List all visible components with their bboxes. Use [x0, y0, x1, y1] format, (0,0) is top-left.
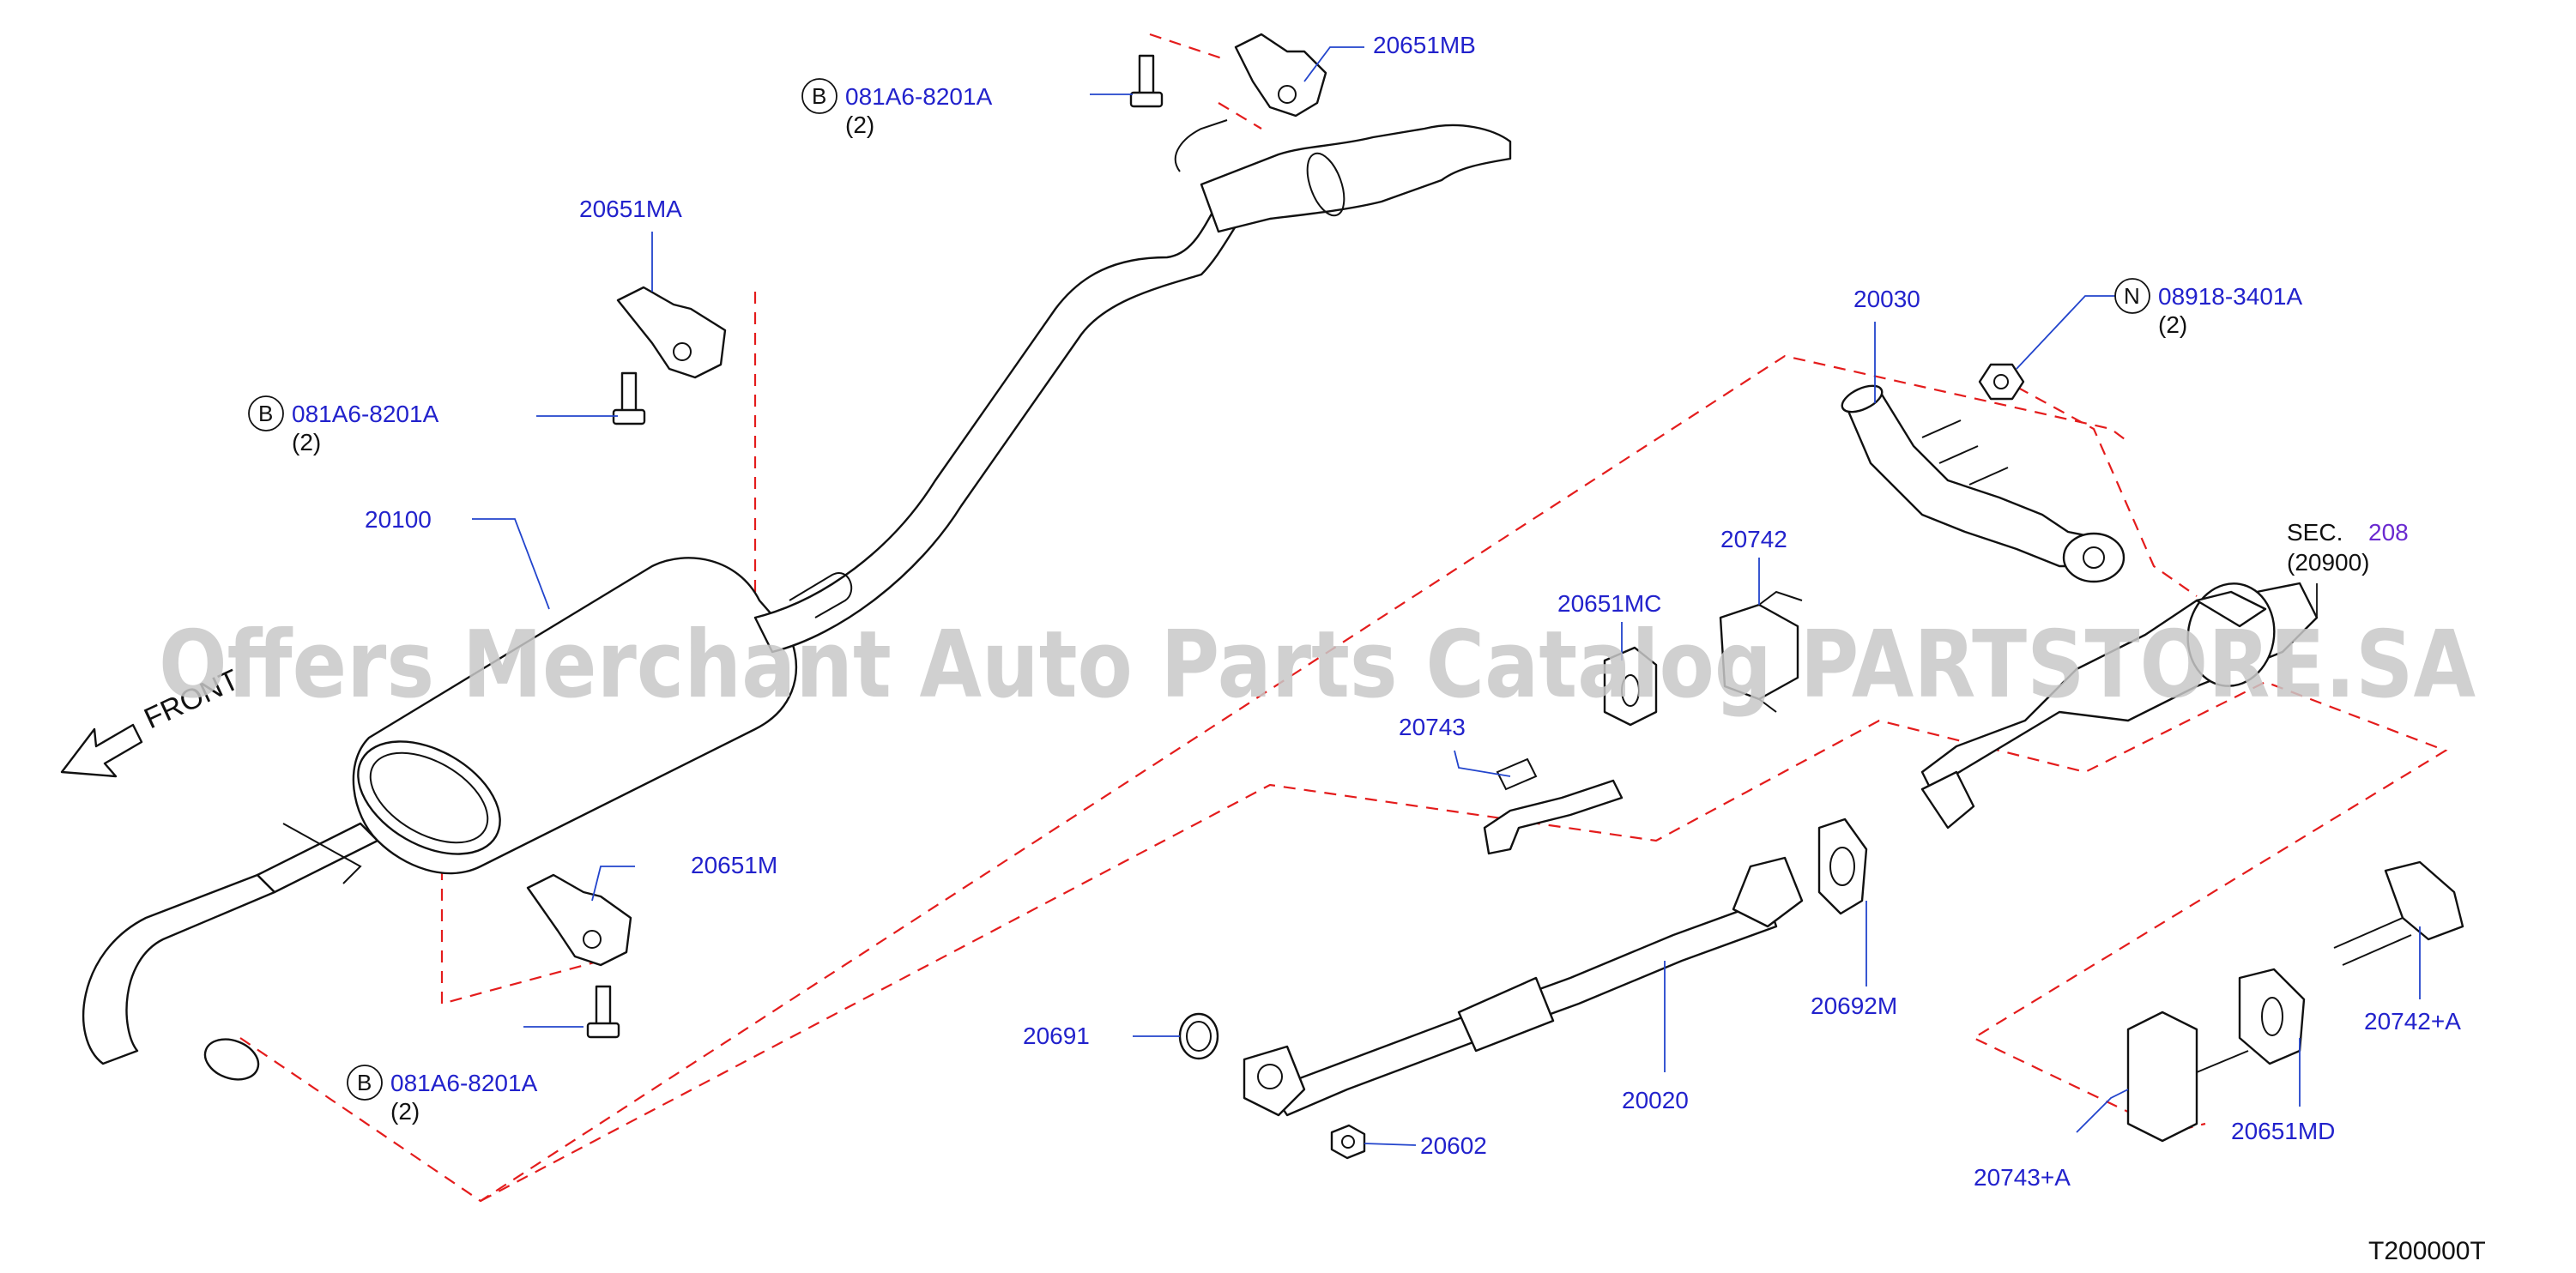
bolt-part-number: 081A6-8201A	[845, 83, 993, 110]
part-label-20742: 20742	[1720, 526, 1787, 552]
nut-callout: N 08918-3401A (2)	[2114, 278, 2302, 338]
section-reference: SEC. 208 (20900)	[2287, 519, 2409, 576]
watermark-text: Offers Merchant Auto Parts Catalog PARTS…	[159, 612, 2476, 719]
part-label-20651md: 20651MD	[2231, 1118, 2335, 1144]
part-label-20742a: 20742+A	[2364, 1008, 2461, 1035]
svg-text:B: B	[357, 1070, 372, 1095]
main-muffler-assembly	[82, 119, 1512, 1081]
gasket-20691-shape	[1178, 1012, 1219, 1060]
bolt-callout-top: B 081A6-8201A (2)	[801, 78, 993, 138]
part-label-20743a: 20743+A	[1974, 1164, 2071, 1191]
part-label-20743: 20743	[1399, 714, 1466, 740]
mount-rubber-20651m-shape	[526, 873, 632, 967]
nut-part-number: 08918-3401A	[2158, 283, 2302, 310]
part-label-20602: 20602	[1420, 1132, 1487, 1159]
section-prefix: SEC.	[2287, 519, 2343, 546]
nut-icon	[1978, 363, 2025, 401]
catalyst-section-shape	[1920, 582, 2319, 830]
mount-rubber-20651mb-shape	[1234, 33, 1327, 118]
part-label-20030: 20030	[1853, 286, 1920, 312]
part-label-20100: 20100	[365, 506, 432, 533]
bolt-part-number: 081A6-8201A	[390, 1070, 538, 1096]
hanger-20743a-shape	[2126, 1011, 2249, 1143]
bolt-callout-middle: B 081A6-8201A (2)	[248, 395, 439, 456]
nut-quantity: (2)	[2158, 311, 2187, 338]
part-label-20651mb: 20651MB	[1373, 32, 1476, 58]
section-sub: (20900)	[2287, 549, 2370, 576]
part-label-20691: 20691	[1023, 1023, 1090, 1049]
part-label-20020: 20020	[1622, 1087, 1689, 1113]
svg-text:B: B	[258, 401, 273, 426]
hanger-20743-shape	[1483, 757, 1624, 855]
bolt-quantity: (2)	[292, 429, 321, 456]
gasket-20692m-shape	[1817, 817, 1868, 915]
bolt-callout-bottom: B 081A6-8201A (2)	[347, 1065, 538, 1125]
mount-rubber-20651md-shape	[2238, 968, 2306, 1065]
bolt-icon	[1129, 54, 1164, 108]
mount-rubber-20651ma-shape	[616, 286, 727, 379]
svg-text:B: B	[812, 83, 826, 109]
part-label-20651m: 20651M	[691, 852, 777, 878]
part-label-20651mc: 20651MC	[1557, 590, 1661, 617]
part-label-20651ma: 20651MA	[579, 196, 682, 222]
front-tube-20030-shape	[1841, 384, 2126, 583]
section-number: 208	[2368, 519, 2409, 546]
bolt-quantity: (2)	[845, 112, 874, 138]
diagram-code: T200000T	[2368, 1237, 2486, 1265]
mount-rubber-20651mc-shape	[1603, 646, 1658, 727]
bolt-icon	[586, 985, 620, 1039]
nut-icon	[1330, 1124, 1366, 1160]
part-label-20692m: 20692M	[1811, 992, 1897, 1019]
bolt-icon	[612, 371, 646, 425]
leader-lines	[472, 46, 2421, 1146]
bolt-part-number: 081A6-8201A	[292, 401, 439, 427]
center-tube-20020-shape	[1243, 856, 1804, 1117]
hanger-20742a-shape	[2333, 860, 2464, 966]
bolt-quantity: (2)	[390, 1098, 420, 1125]
svg-text:N: N	[2124, 283, 2140, 309]
